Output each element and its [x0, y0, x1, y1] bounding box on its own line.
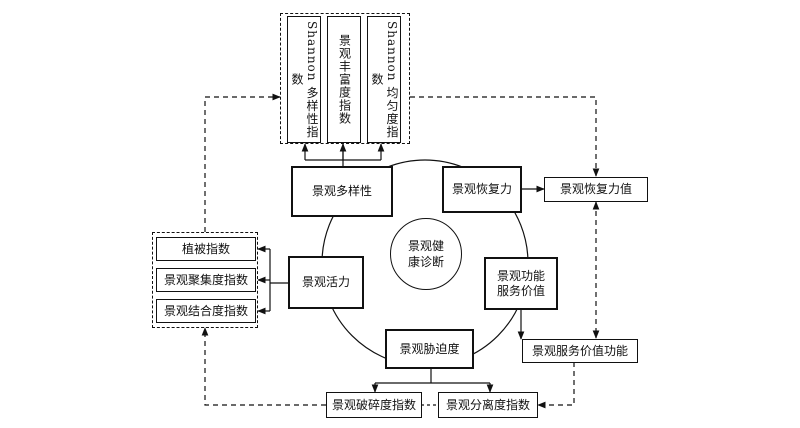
fragmentation-index-box: 景观破碎度指数: [326, 392, 422, 418]
richness-label: 景观丰富度指数: [337, 34, 352, 125]
center-circle: 景观健康诊断: [390, 218, 462, 290]
separation-index-box: 景观分离度指数: [438, 392, 538, 418]
node-stress-label: 景观胁迫度: [399, 341, 460, 356]
node-recovery: 景观恢复力: [442, 166, 522, 213]
left-indices-frame: [152, 232, 258, 328]
shannon-evenness-label: Shannon 均匀度指数: [370, 20, 399, 139]
vegetation-index-box: 植被指数: [156, 237, 256, 261]
node-vitality: 景观活力: [288, 256, 364, 309]
node-service-value: 景观功能服务价值: [484, 257, 558, 310]
vegetation-index-label: 植被指数: [181, 241, 230, 256]
node-diversity-label: 景观多样性: [311, 184, 372, 198]
cohesion-index-label: 景观结合度指数: [163, 303, 248, 318]
service-function-box: 景观服务价值功能: [522, 339, 638, 363]
service-function-label: 景观服务价值功能: [531, 343, 628, 358]
node-stress: 景观胁迫度: [385, 329, 474, 369]
node-vitality-label: 景观活力: [301, 275, 350, 289]
shannon-evenness-box: Shannon 均匀度指数: [367, 16, 401, 143]
fragmentation-index-label: 景观破碎度指数: [331, 397, 416, 412]
center-label: 景观健康诊断: [407, 239, 444, 269]
recovery-value-label: 景观恢复力值: [559, 182, 632, 196]
node-recovery-label: 景观恢复力: [451, 182, 512, 196]
aggregation-index-label: 景观聚集度指数: [163, 272, 248, 287]
node-diversity: 景观多样性: [291, 166, 393, 217]
separation-index-label: 景观分离度指数: [445, 397, 530, 412]
recovery-value-box: 景观恢复力值: [544, 177, 648, 202]
node-service-value-label: 景观功能服务价值: [496, 268, 545, 298]
cohesion-index-box: 景观结合度指数: [156, 299, 256, 323]
richness-box: 景观丰富度指数: [327, 16, 361, 143]
shannon-diversity-label: Shannon 多样性指数: [290, 20, 319, 139]
aggregation-index-box: 景观聚集度指数: [156, 268, 256, 292]
top-indices-frame: [280, 13, 410, 144]
shannon-diversity-box: Shannon 多样性指数: [287, 16, 321, 143]
